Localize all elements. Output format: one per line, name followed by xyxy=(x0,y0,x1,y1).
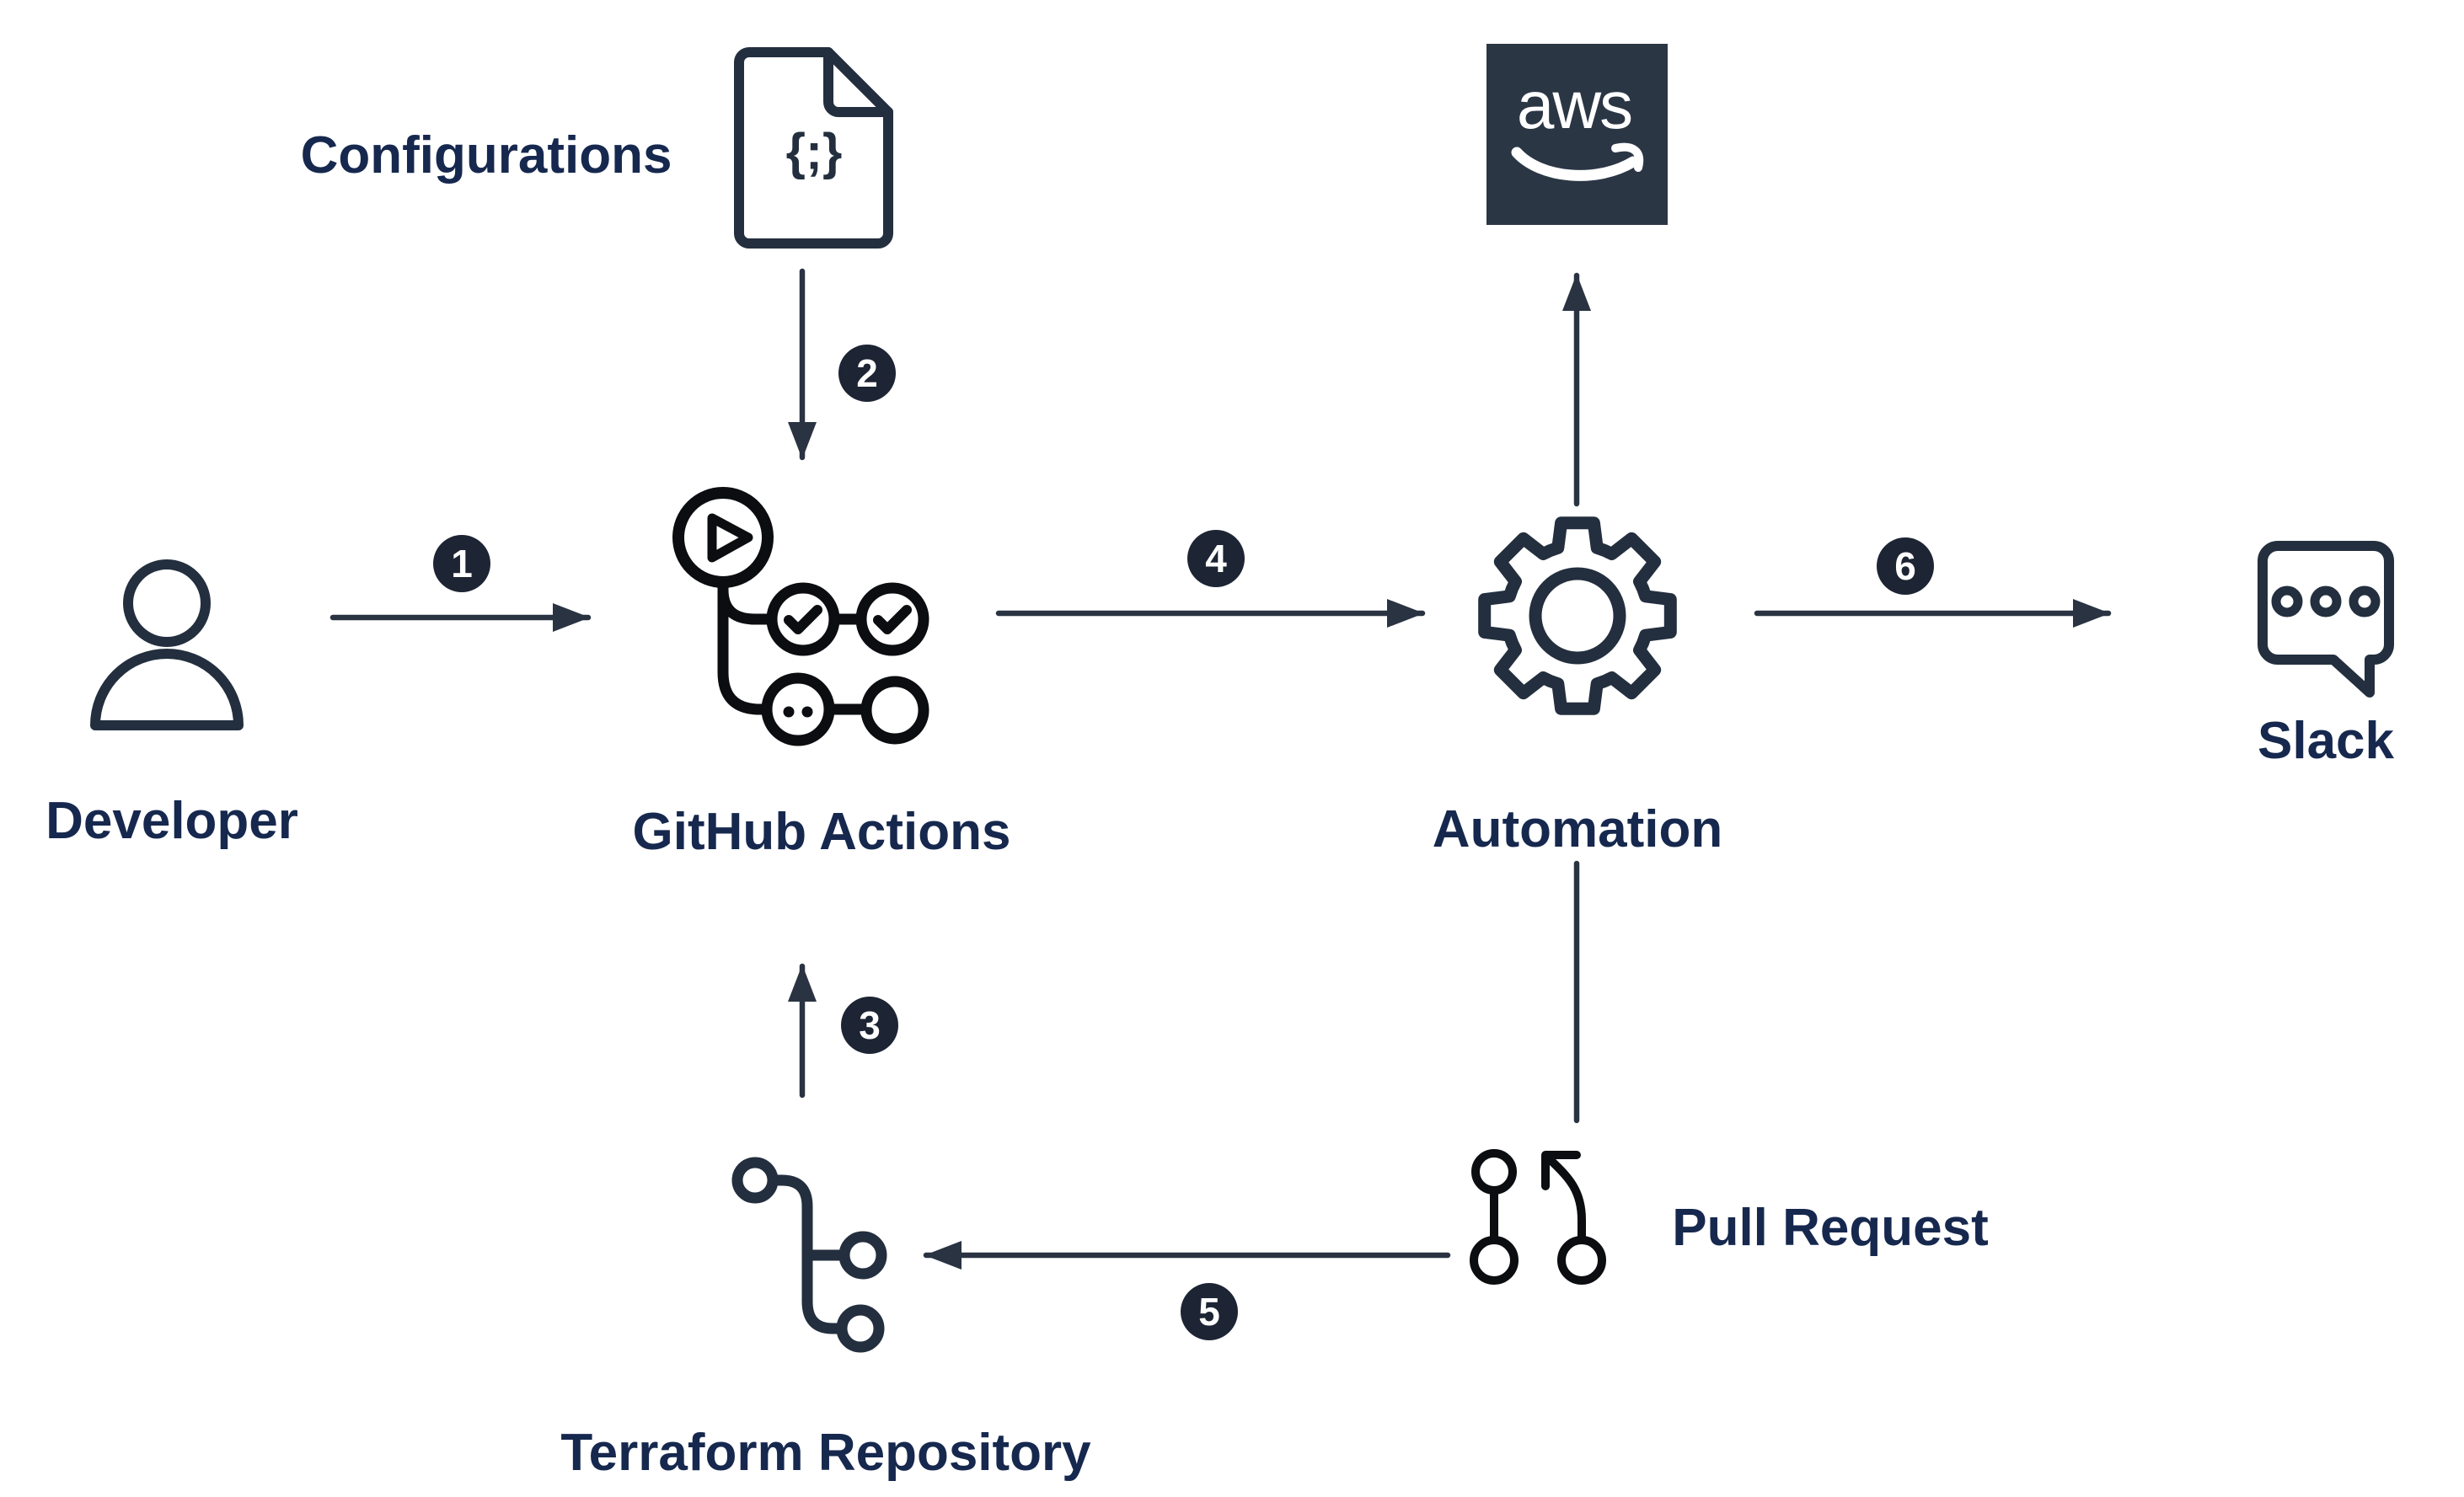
step-badge-6: 6 xyxy=(1877,537,1934,595)
up-left-arrow-icon xyxy=(1541,1151,1581,1190)
check-icon xyxy=(873,605,912,634)
aws-logo: aws xyxy=(1486,44,1668,225)
node-slack: Slack xyxy=(2258,541,2395,770)
aws-smile-arrow-tip xyxy=(1611,142,1644,172)
step-badge-2: 2 xyxy=(838,345,896,402)
step-number: 2 xyxy=(856,351,878,395)
step-badge-1: 1 xyxy=(433,535,490,592)
node-label: Pull Request xyxy=(1672,1199,1989,1257)
node-github-actions: GitHub Actions xyxy=(633,487,1011,861)
step-number: 6 xyxy=(1894,544,1916,588)
chat-bubble-icon xyxy=(2258,541,2394,698)
node-label: Configurations xyxy=(301,126,672,184)
pull-request-icon xyxy=(1470,1149,1606,1285)
code-glyph: {;} xyxy=(786,124,843,180)
node-label: Slack xyxy=(2258,712,2395,770)
step-badges: 1 2 3 4 5 6 xyxy=(433,345,1934,1340)
node-aws: aws xyxy=(1486,44,1668,225)
node-developer: Developer xyxy=(46,559,298,850)
node-label: Developer xyxy=(46,792,298,850)
github-actions-workflow-icon xyxy=(672,487,929,746)
play-icon xyxy=(707,513,753,563)
step-badge-4: 4 xyxy=(1187,530,1245,587)
step-badge-5: 5 xyxy=(1181,1283,1238,1340)
aws-smile-icon xyxy=(1511,147,1639,181)
node-terraform-repository: Terraform Repository xyxy=(560,1157,1091,1482)
node-automation: Automation xyxy=(1433,516,1722,858)
node-pull-request: Pull Request xyxy=(1470,1149,1989,1285)
node-label: Automation xyxy=(1433,800,1722,858)
step-number: 1 xyxy=(451,542,473,585)
step-number: 5 xyxy=(1198,1290,1220,1334)
gear-icon xyxy=(1478,516,1677,715)
check-icon xyxy=(784,605,822,634)
node-label: GitHub Actions xyxy=(633,803,1011,861)
aws-logo-text: aws xyxy=(1517,67,1631,142)
git-branch-icon xyxy=(731,1157,887,1353)
step-number: 4 xyxy=(1205,537,1227,580)
step-number: 3 xyxy=(859,1003,881,1047)
node-label: Terraform Repository xyxy=(560,1424,1091,1482)
user-icon xyxy=(90,559,244,730)
step-badge-3: 3 xyxy=(841,997,898,1054)
edges xyxy=(329,268,2112,1270)
node-configurations: {;} Configurations xyxy=(301,47,893,249)
code-file-icon: {;} xyxy=(734,47,893,249)
